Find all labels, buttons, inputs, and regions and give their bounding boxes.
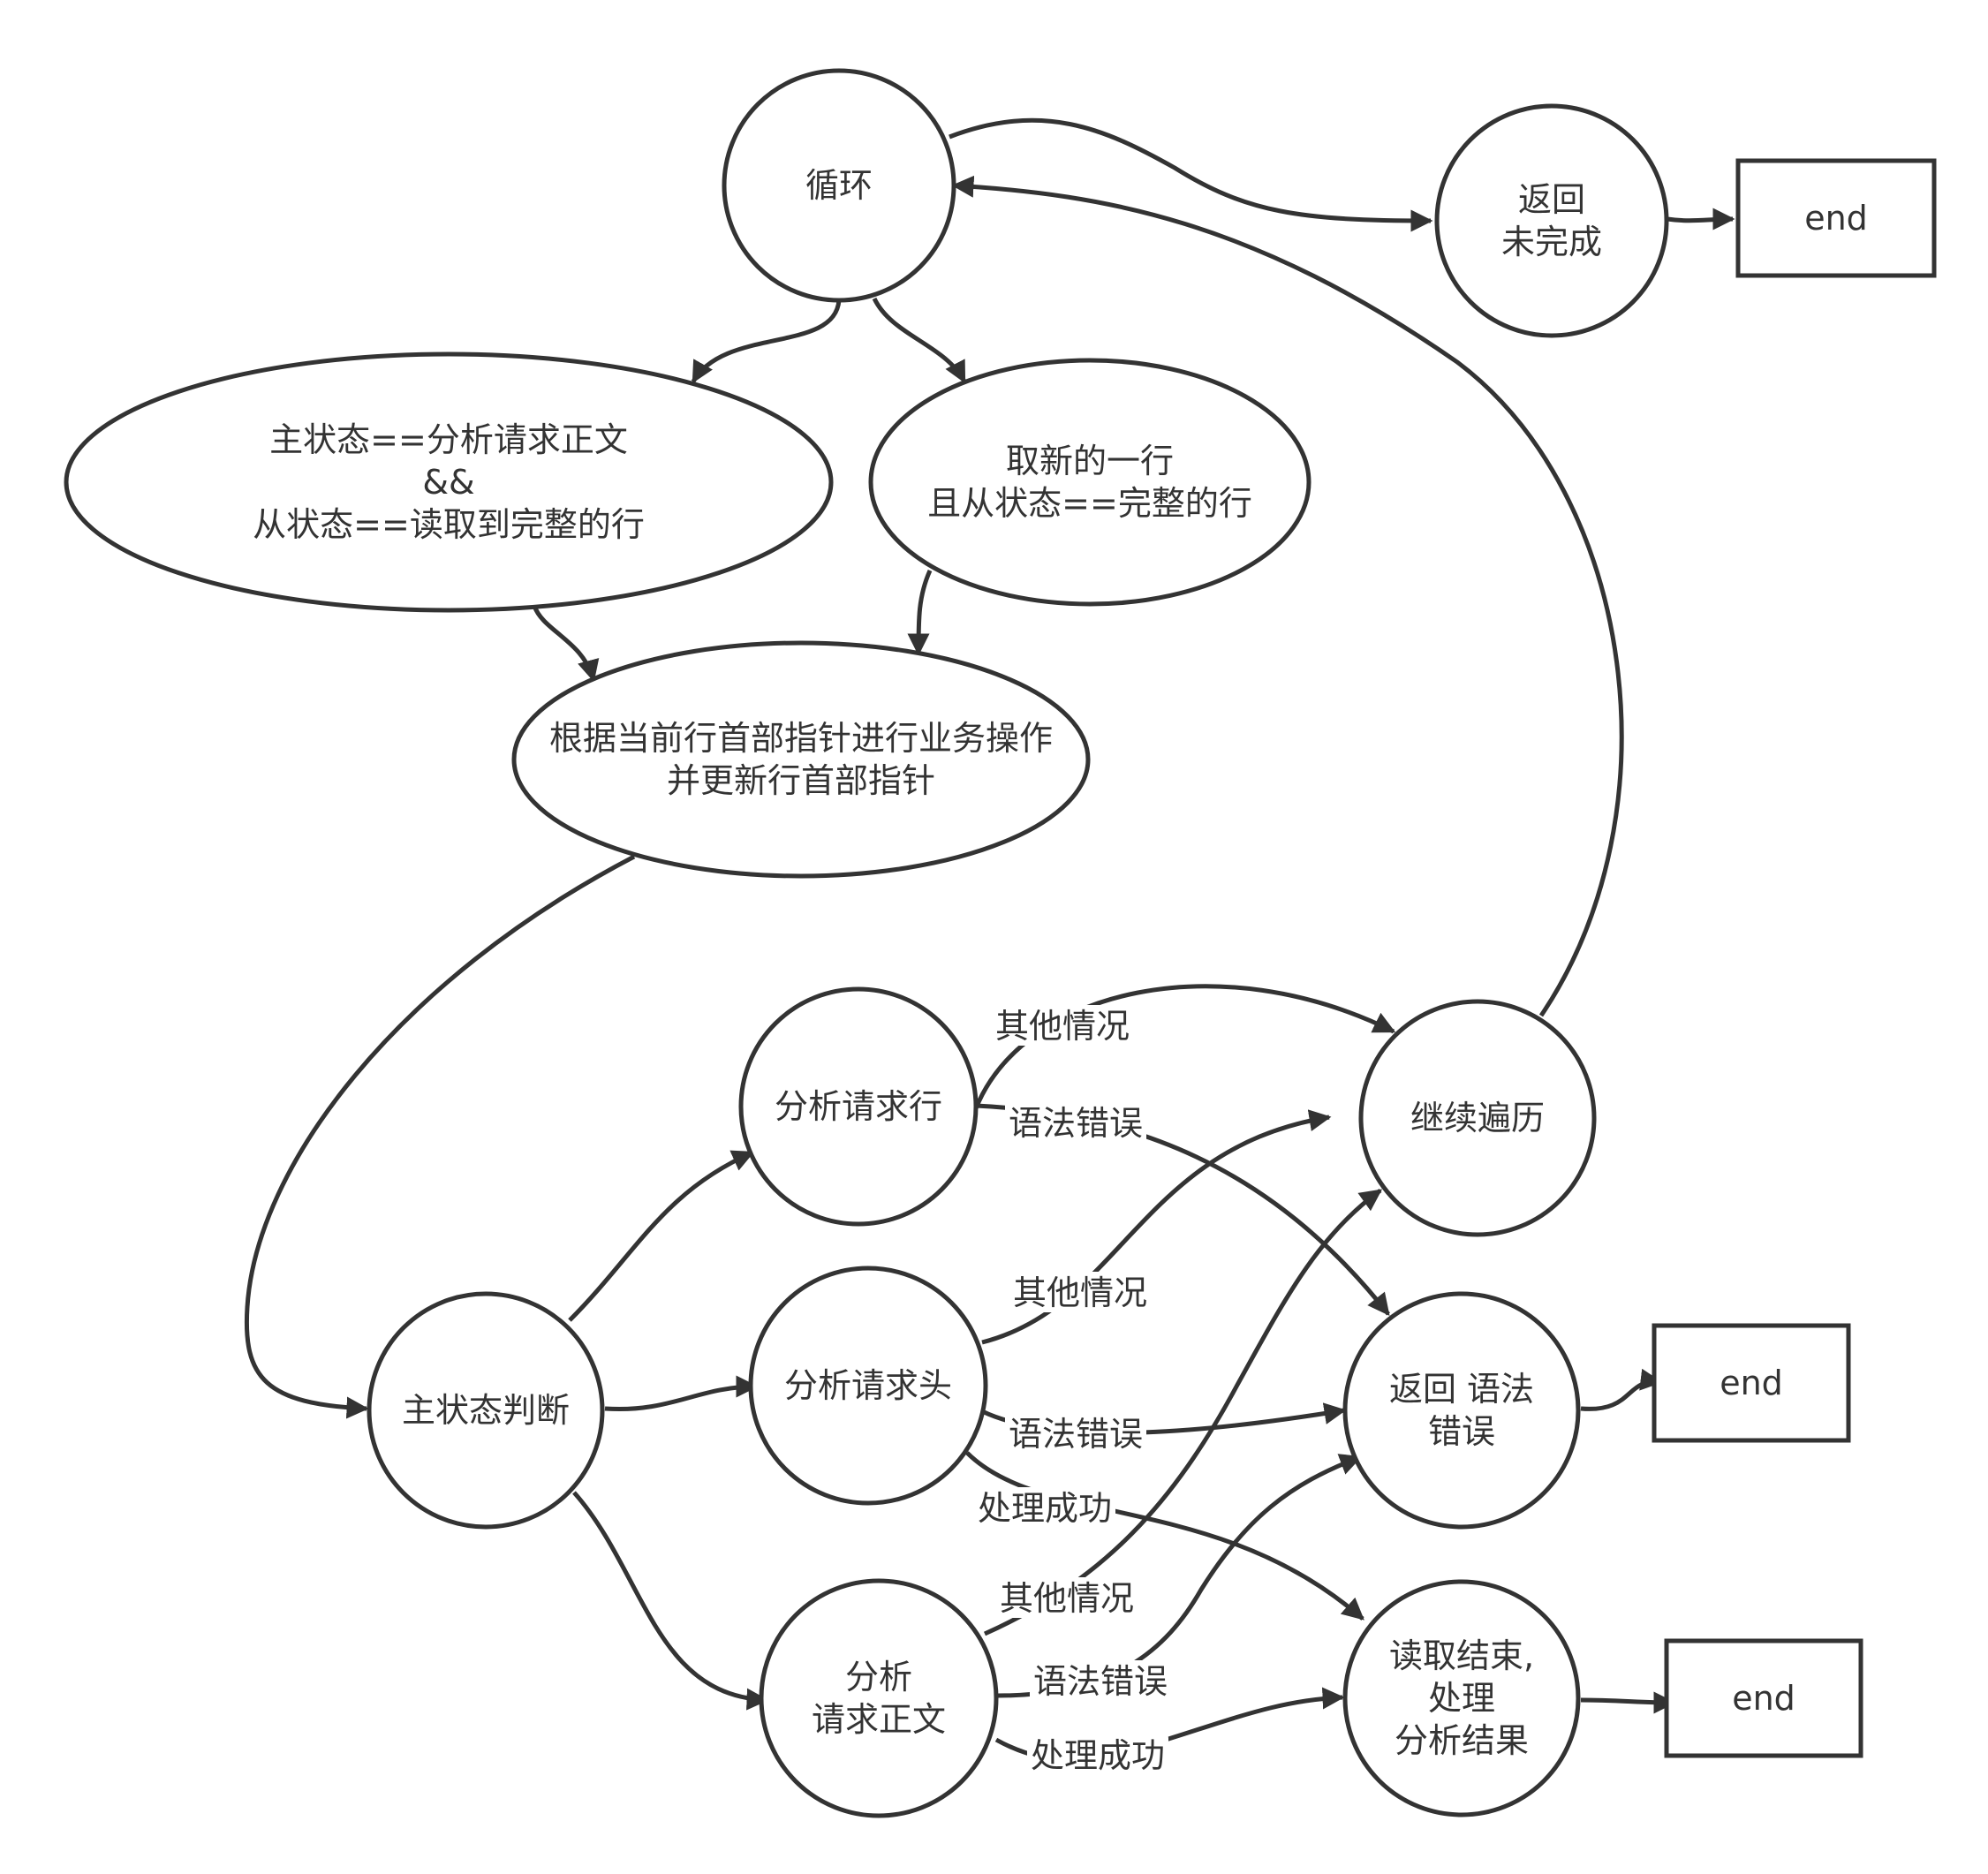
svg-text:其他情况: 其他情况 (1013, 1273, 1147, 1312)
svg-text:主状态判断: 主状态判断 (402, 1391, 570, 1430)
node-return-syntax-error: 返回 语法错误 (1342, 1291, 1581, 1530)
node-label-line: 未完成 (1501, 223, 1602, 261)
node-label-line: 返回 语法 (1389, 1370, 1534, 1409)
node-label-line: 读取结束, (1389, 1636, 1534, 1675)
node-label-line: && (422, 463, 474, 502)
edge-label-body-other: 其他情况 (996, 1577, 1138, 1618)
svg-text:语法错误: 语法错误 (1009, 1104, 1143, 1143)
edge-loop-to-return-incomplete (949, 117, 1433, 232)
svg-text:取新的一行且从状态==完整的行: 取新的一行且从状态==完整的行 (927, 442, 1252, 523)
svg-text:end: end (1804, 199, 1868, 238)
node-cond-new-line: 取新的一行且从状态==完整的行 (868, 358, 1311, 607)
node-label-line: 且从状态==完整的行 (927, 484, 1252, 523)
node-label-line: 分析 (845, 1658, 912, 1696)
node-parse-request-line: 分析请求行 (738, 986, 979, 1227)
node-label-line: 取新的一行 (1006, 442, 1174, 480)
node-label-line: 请求正文 (812, 1700, 946, 1739)
node-continue-traverse: 继续遍历 (1358, 999, 1597, 1237)
node-label-line: 分析请求行 (775, 1087, 942, 1126)
node-label-line: 主状态==分析请求正文 (269, 420, 628, 459)
svg-text:end: end (1732, 1679, 1795, 1718)
node-label-line: 分析结果 (1395, 1721, 1529, 1760)
node-label-line: 从状态==读取到完整的行 (253, 505, 645, 544)
node-cond-main-state: 主状态==分析请求正文 &&从状态==读取到完整的行 (64, 351, 834, 613)
edge-continue-to-loop (951, 175, 1624, 1017)
node-label-line: 主状态判断 (402, 1391, 570, 1430)
svg-text:处理成功: 处理成功 (978, 1489, 1112, 1528)
edge-label-body-success: 处理成功 (1027, 1734, 1168, 1775)
node-label-line: 循环 (805, 166, 873, 205)
edge-cond-main-state-to-process (532, 605, 600, 683)
svg-text:循环: 循环 (805, 166, 873, 205)
svg-text:根据当前行首部指针进行业务操作并更新行首部指针: 根据当前行首部指针进行业务操作并更新行首部指针 (549, 719, 1053, 800)
node-main-state-judge: 主状态判断 (367, 1291, 605, 1530)
edge-cond-new-line-to-process (907, 569, 933, 656)
edge-label-body-syntax: 语法错误 (1030, 1660, 1171, 1701)
edge-read-done-to-end (1580, 1691, 1676, 1714)
edge-label-header-success: 处理成功 (974, 1487, 1115, 1528)
edge-request-header-to-read-done (965, 1451, 1364, 1621)
node-label-line: 并更新行首部指针 (667, 761, 935, 800)
svg-text:分析请求头: 分析请求头 (784, 1366, 952, 1405)
node-label-line: end (1720, 1364, 1783, 1402)
svg-text:读取结束,处理分析结果: 读取结束, 处理分析结果 (1389, 1636, 1534, 1760)
node-process-line: 根据当前行首部指针进行业务操作并更新行首部指针 (511, 640, 1091, 879)
node-loop: 循环 (722, 68, 956, 303)
node-label-line: 处理 (1428, 1679, 1495, 1718)
node-end-top: end (1735, 158, 1937, 278)
node-parse-request-body: 分析请求正文 (759, 1578, 999, 1818)
node-label-line: 返回 (1518, 180, 1585, 219)
node-label-line: 分析请求头 (784, 1366, 952, 1405)
edge-labels: 其他情况 语法错误 其他情况 语法错误 处理成功 其他情况 语法错误 处理成功 (974, 1005, 1171, 1775)
node-read-done: 读取结束, 处理分析结果 (1342, 1579, 1581, 1817)
edge-label-header-syntax: 语法错误 (1005, 1413, 1146, 1454)
svg-text:end: end (1720, 1364, 1783, 1402)
edge-loop-to-cond-new-line (872, 297, 967, 384)
svg-text:其他情况: 其他情况 (995, 1007, 1130, 1046)
node-return-incomplete: 返回未完成 (1434, 103, 1669, 338)
edge-main-state-to-request-line (568, 1150, 755, 1322)
edges (244, 117, 1735, 1763)
edge-request-line-to-continue (973, 984, 1396, 1109)
node-label-line: 错误 (1428, 1412, 1495, 1451)
svg-text:继续遍历: 继续遍历 (1410, 1099, 1545, 1137)
edge-main-state-to-request-header (604, 1375, 759, 1412)
edge-label-line-other: 其他情况 (992, 1005, 1133, 1046)
nodes: 循环 返回未完成 end 主状态==分析请求正文 &&从状态==读取到完整的行 取… (64, 68, 1937, 1818)
node-label-line: end (1732, 1679, 1795, 1718)
node-end-bottom: end (1664, 1638, 1863, 1758)
edge-process-to-main-state (244, 854, 636, 1419)
node-end-middle: end (1652, 1323, 1851, 1443)
svg-text:分析请求行: 分析请求行 (775, 1087, 942, 1126)
edge-main-state-to-request-body (572, 1491, 769, 1711)
svg-text:返回未完成: 返回未完成 (1501, 180, 1602, 261)
node-label-line: end (1804, 199, 1868, 238)
node-label-line: 根据当前行首部指针进行业务操作 (549, 719, 1053, 758)
edge-return-incomplete-to-end (1667, 208, 1735, 230)
edge-loop-to-cond-main-state (691, 299, 842, 384)
svg-text:主状态==分析请求正文&&从状态==读取到完整的行: 主状态==分析请求正文 &&从状态==读取到完整的行 (253, 420, 645, 544)
edge-syntax-error-to-end (1580, 1368, 1663, 1411)
svg-text:处理成功: 处理成功 (1031, 1736, 1165, 1775)
node-parse-request-header: 分析请求头 (748, 1266, 988, 1506)
svg-text:返回 语法错误: 返回 语法错误 (1389, 1370, 1534, 1451)
edge-request-header-to-continue (981, 1109, 1332, 1345)
svg-text:语法错误: 语法错误 (1009, 1415, 1143, 1454)
edge-label-header-other: 其他情况 (1009, 1272, 1151, 1312)
svg-text:语法错误: 语法错误 (1033, 1662, 1168, 1701)
node-label-line: 继续遍历 (1410, 1099, 1545, 1137)
edge-label-line-syntax: 语法错误 (1005, 1102, 1146, 1143)
svg-text:其他情况: 其他情况 (1000, 1579, 1134, 1618)
svg-text:分析请求正文: 分析请求正文 (812, 1658, 946, 1739)
